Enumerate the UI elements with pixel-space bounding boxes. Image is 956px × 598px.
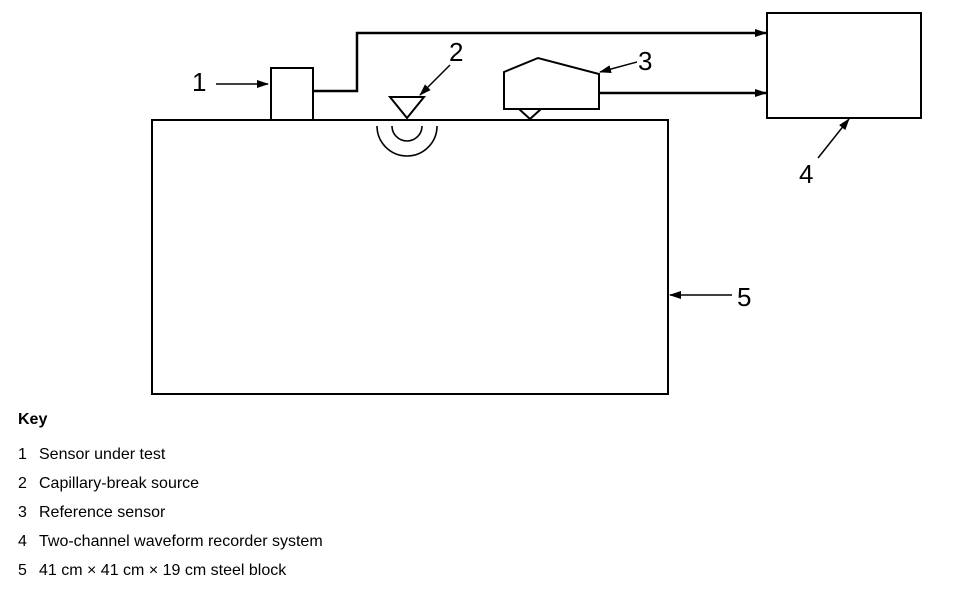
reference-sensor [503,56,600,110]
signal-cable-1 [313,29,767,93]
key-item-3: 3 Reference sensor [18,498,323,527]
key-title: Key [18,411,48,428]
key-item-number: 4 [18,533,27,550]
wave-arc-outer [376,125,438,157]
key-item-4: 4 Two-channel waveform recorder system [18,527,323,556]
key-item-text: Sensor under test [39,446,166,463]
steel-block [151,119,669,395]
key-item-text: 41 cm × 41 cm × 19 cm steel block [39,562,287,579]
sensor-under-test [270,67,314,121]
key-item-text: Reference sensor [39,504,166,521]
key-item-2: 2 Capillary-break source [18,469,323,498]
key-item-text: Two-channel waveform recorder system [39,533,323,550]
waveform-recorder [766,12,922,119]
leader-line-2 [419,64,451,96]
key-item-number: 5 [18,562,27,579]
wave-arc-inner [391,125,423,142]
callout-3: 3 [638,46,652,76]
callout-1: 1 [192,67,206,97]
callout-4: 4 [799,159,813,189]
key-item-text: Capillary-break source [39,475,200,492]
leader-line-3 [599,61,638,73]
key-item-5: 5 41 cm × 41 cm × 19 cm steel block [18,556,323,585]
key-legend: Key 1 Sensor under test 2 Capillary-break … [18,410,323,585]
callout-5: 5 [737,282,751,312]
key-item-1: 1 Sensor under test [18,440,323,469]
key-item-number: 1 [18,446,27,463]
test-setup-diagram: 1 2 3 4 5 [151,12,922,395]
leader-line-4 [817,118,850,159]
reference-sensor-tip [516,108,544,121]
key-item-number: 2 [18,475,27,492]
capillary-break-source [387,96,427,120]
callout-2: 2 [449,37,463,67]
key-item-number: 3 [18,504,27,521]
